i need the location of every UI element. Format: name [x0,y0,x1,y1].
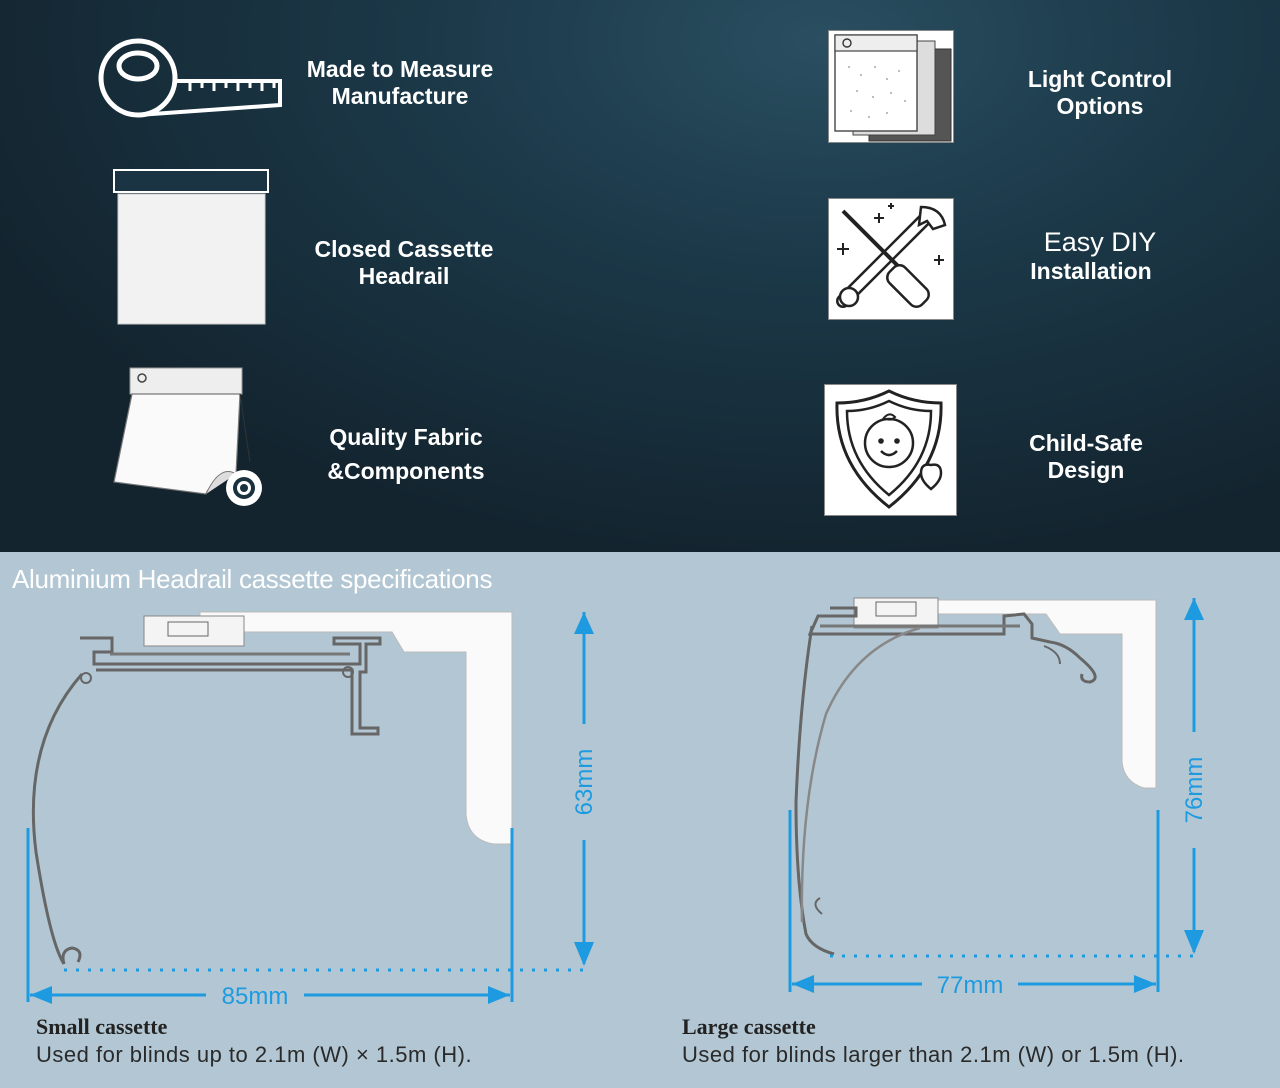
small-cassette-name: Small cassette [36,1014,168,1039]
feature-light-control: Light Control Options [990,66,1210,120]
feature-child-safe: Child-Safe Design [976,430,1196,484]
feature-line: Closed Cassette [314,236,494,262]
feature-line: Light Control [1027,66,1173,92]
large-cassette-description: Used for blinds larger than 2.1m (W) or … [682,1042,1185,1067]
small-cassette-description: Used for blinds up to 2.1m (W) × 1.5m (H… [36,1042,473,1067]
roller-blind-icon [113,169,269,325]
feature-made-to-measure: Made to Measure Manufacture [290,56,510,110]
small-height-label: 63mm [571,749,598,816]
fabric-gear-icon [113,367,262,506]
feature-line: Child-Safe [1029,430,1143,456]
small-width-label: 85mm [222,983,289,1010]
feature-line: Manufacture [331,83,469,109]
large-cassette-name: Large cassette [682,1014,816,1039]
tools-icon-box [828,198,954,320]
large-width-label: 77mm [937,972,1004,999]
feature-line: Installation [1030,258,1152,284]
fabric-swatches-icon [834,34,952,142]
child-shield-icon-box [824,384,957,516]
feature-line: Options [1056,93,1144,119]
large-height-label: 76mm [1181,757,1208,824]
feature-line: Easy DIY [1043,227,1157,257]
feature-line: Headrail [358,263,450,289]
small-cassette-diagram: 85mm 63mm [26,611,598,1010]
feature-easy-diy: Easy DIY Installation [990,226,1210,285]
feature-quality-fabric: Quality Fabric &Components [296,420,516,488]
large-cassette-diagram: 77mm 76mm [788,597,1208,999]
tools-icon [836,203,947,308]
feature-closed-cassette: Closed Cassette Headrail [294,236,514,290]
feature-line: Quality Fabric [329,424,483,450]
fabric-swatches-icon-box [828,30,954,143]
features-panel: Made to Measure Manufacture Closed Casse… [0,0,1280,552]
spec-title: Aluminium Headrail cassette specificatio… [12,564,493,594]
tape-measure-icon [98,38,282,118]
feature-line: Made to Measure [306,56,494,82]
feature-line: &Components [327,458,485,484]
feature-line: Design [1047,457,1125,483]
child-shield-icon [835,389,943,509]
specifications-panel: Aluminium Headrail cassette specificatio… [0,552,1280,1088]
